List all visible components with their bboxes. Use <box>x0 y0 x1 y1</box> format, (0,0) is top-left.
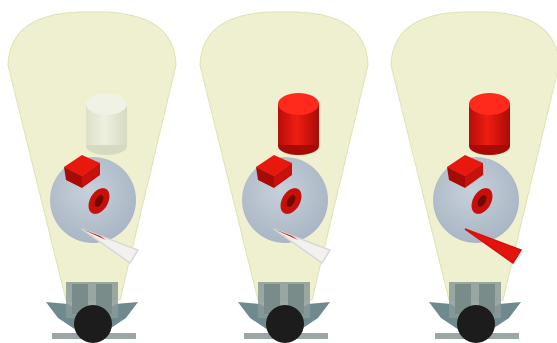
cone-wedge-icon <box>464 228 523 265</box>
panel-1 <box>7 11 177 343</box>
view-cone <box>7 11 177 301</box>
cube-icon <box>256 155 292 188</box>
torus-icon <box>280 188 302 214</box>
cube-icon <box>447 155 483 188</box>
cone-wedge-icon <box>81 228 140 265</box>
panel-2 <box>199 11 369 343</box>
panel-3 <box>390 11 557 343</box>
cylinder-icon <box>469 93 510 155</box>
cube-icon <box>64 155 100 188</box>
wedge-tip <box>82 229 106 240</box>
wedge-tip <box>274 229 298 240</box>
robot-head-icon <box>238 282 330 343</box>
robot-head-icon <box>429 282 521 343</box>
robot-head-icon <box>46 282 138 343</box>
view-cone <box>199 11 369 301</box>
cylinder-icon <box>278 93 319 155</box>
view-cone <box>390 11 557 301</box>
cone-wedge-icon <box>273 228 332 265</box>
torus-icon <box>471 188 493 214</box>
cylinder-icon <box>86 93 127 155</box>
torus-icon <box>88 188 110 214</box>
